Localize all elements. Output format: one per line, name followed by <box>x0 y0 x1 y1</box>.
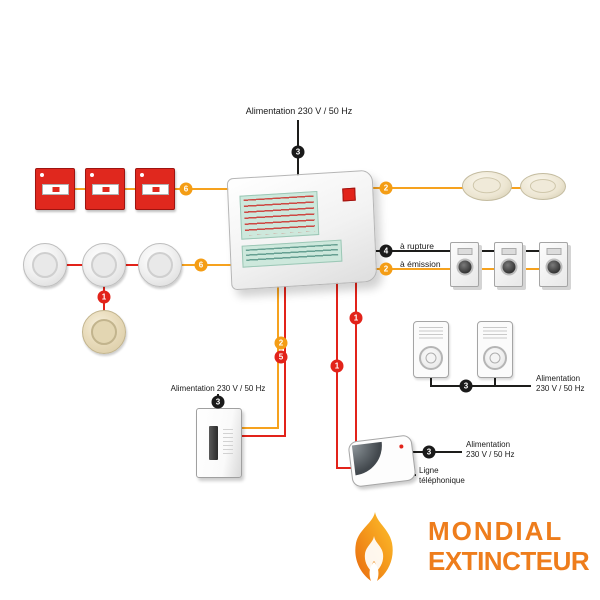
manual-call-point-2 <box>85 168 125 210</box>
label-phone-line-1: Ligne <box>419 466 439 475</box>
label-main-power: Alimentation 230 V / 50 Hz <box>245 106 353 116</box>
label-emission: à émission <box>400 259 441 269</box>
door-retainer-3 <box>539 242 568 287</box>
call-point-led-icon <box>40 173 44 177</box>
logo-text-line1: MONDIAL <box>428 516 564 546</box>
closer-grille <box>419 327 443 340</box>
psu-slot <box>209 426 218 460</box>
smoke-detector-1 <box>23 243 67 287</box>
manual-call-point-1 <box>35 168 75 210</box>
dialer-speaker-icon <box>351 441 386 476</box>
door-closer-2 <box>477 321 513 378</box>
wire-closers-power <box>430 385 531 387</box>
wire-dialer-power <box>410 451 462 453</box>
label-dialer-power-2: 230 V / 50 Hz <box>466 450 515 459</box>
badge-dialer-trigger-b: 1 <box>330 359 344 373</box>
badge-main-power: 3 <box>291 145 305 159</box>
call-point-led-icon <box>140 173 144 177</box>
badge-psu-power: 3 <box>211 395 225 409</box>
phone-dialer <box>347 434 417 488</box>
label-psu-power: Alimentation 230 V / 50 Hz <box>170 384 266 393</box>
wire-dialer-trigger-a <box>355 282 357 448</box>
psu-vents <box>223 429 233 457</box>
manual-call-point-3 <box>135 168 175 210</box>
wire-dialer-trigger-b-vertical <box>336 282 338 468</box>
sounder-2 <box>520 173 566 200</box>
label-closers-power-1: Alimentation <box>536 374 581 383</box>
logo-flame-icon <box>355 512 393 581</box>
badge-dialer-power: 3 <box>422 445 436 459</box>
badge-smoke-loop: 6 <box>194 258 208 272</box>
badge-psu-line-red: 5 <box>274 350 288 364</box>
label-rupture: à rupture <box>400 241 435 251</box>
call-point-window <box>92 184 119 195</box>
wire-sounders <box>373 187 546 189</box>
wire-dialer-trigger-b-horizontal <box>336 467 358 469</box>
badge-psu-line-orange: 2 <box>274 336 288 350</box>
label-phone-line-2: téléphonique <box>419 476 465 485</box>
door-retainer-2 <box>494 242 523 287</box>
badge-call-points-loop: 6 <box>179 182 193 196</box>
closer-dial <box>483 346 507 370</box>
door-closer-1 <box>413 321 449 378</box>
panel-alarm-button-icon <box>342 187 356 202</box>
wire-closer1-drop <box>430 378 432 387</box>
badge-smoke-branch: 1 <box>97 290 111 304</box>
badge-sounders-line: 2 <box>379 181 393 195</box>
panel-status-display <box>241 239 343 268</box>
dialer-led-icon <box>399 444 404 449</box>
label-closers-power-2: 230 V / 50 Hz <box>536 384 585 393</box>
closer-grille <box>483 327 507 340</box>
sounder-1 <box>462 171 512 201</box>
call-point-window <box>42 184 69 195</box>
wire-psu-orange-horizontal <box>240 427 279 429</box>
heat-detector <box>82 310 126 354</box>
badge-dialer-trigger-a: 1 <box>349 311 363 325</box>
badge-closers-power: 3 <box>459 379 473 393</box>
badge-rupture-line: 4 <box>379 244 393 258</box>
wire-psu-red-horizontal <box>240 435 286 437</box>
closer-dial <box>419 346 443 370</box>
label-dialer-power-1: Alimentation <box>466 440 511 449</box>
door-retainer-1 <box>450 242 479 287</box>
power-supply-unit <box>196 408 242 478</box>
badge-emission-line: 2 <box>379 262 393 276</box>
smoke-detector-2 <box>82 243 126 287</box>
wire-closer2-drop <box>494 378 496 387</box>
call-point-window <box>142 184 169 195</box>
control-panel <box>226 169 378 291</box>
panel-zone-display <box>239 190 320 240</box>
logo-text-line2: EXTINCTEUR <box>428 546 590 576</box>
smoke-detector-3 <box>138 243 182 287</box>
call-point-led-icon <box>90 173 94 177</box>
